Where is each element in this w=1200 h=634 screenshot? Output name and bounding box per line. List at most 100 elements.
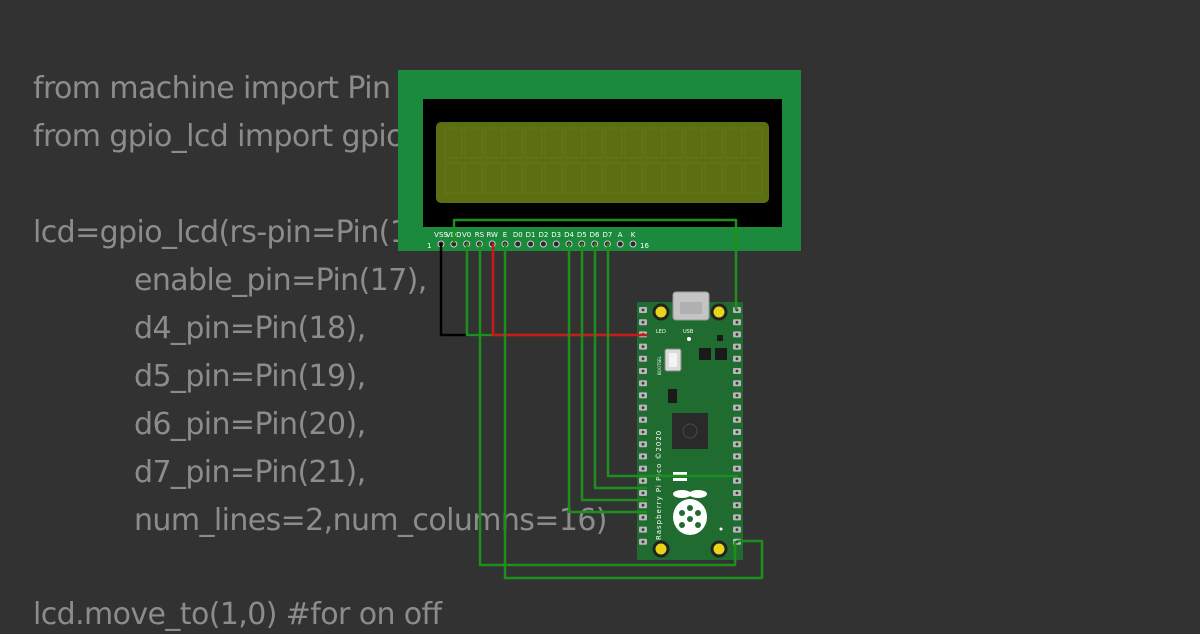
wire-d6[interactable] bbox=[593, 243, 647, 490]
lcd-char-cell bbox=[484, 127, 503, 159]
lcd-char-cell bbox=[664, 127, 683, 159]
pico-pad-hole bbox=[735, 540, 739, 544]
pico-pad-hole bbox=[641, 345, 645, 348]
pico-pad-hole bbox=[735, 333, 739, 336]
rp2040-chip bbox=[672, 413, 708, 449]
lcd-char-cell bbox=[484, 162, 503, 194]
lcd-char-cell bbox=[464, 162, 483, 194]
wire-d5[interactable] bbox=[580, 243, 647, 502]
raspberry-logo-icon bbox=[673, 490, 707, 535]
lcd-pin-d1[interactable] bbox=[527, 240, 535, 248]
code-line-5: enable_pin=Pin(17), bbox=[134, 263, 427, 298]
lcd-pin-d0[interactable] bbox=[514, 240, 522, 248]
pico-pad-hole bbox=[735, 369, 739, 373]
smd-chip-4 bbox=[668, 389, 677, 403]
lcd-pin-a[interactable] bbox=[616, 240, 624, 248]
lcd-char-cell bbox=[564, 162, 583, 194]
lcd-char-cell bbox=[584, 162, 603, 194]
wire-rs[interactable] bbox=[478, 243, 737, 567]
wire-e[interactable] bbox=[503, 243, 764, 580]
lcd-char-cell bbox=[564, 127, 583, 159]
pico-pad-hole bbox=[641, 442, 645, 446]
smd-chip-2 bbox=[715, 348, 727, 360]
lcd-char-cell bbox=[504, 162, 523, 194]
pico-pad-hole bbox=[641, 357, 645, 361]
pico-pad-hole bbox=[735, 503, 739, 507]
pico-pad-hole bbox=[641, 381, 645, 385]
silk-marker-2 bbox=[673, 478, 687, 481]
pico-pad-hole bbox=[735, 528, 739, 531]
lcd-char-cell bbox=[684, 162, 703, 194]
lcd-pin-label-rs: RS bbox=[475, 231, 485, 239]
pico-pad-hole bbox=[735, 516, 739, 519]
led-label: LED bbox=[656, 329, 666, 335]
pico-pad-hole bbox=[641, 455, 645, 458]
lcd-pin-label-v0: V0 bbox=[462, 231, 471, 239]
pico-pad-hole bbox=[641, 528, 645, 531]
lcd-pin-number-first: 1 bbox=[427, 242, 431, 250]
pico-pad-hole bbox=[641, 491, 645, 495]
silk-dot bbox=[719, 527, 723, 531]
lcd-pin-label-d1: D1 bbox=[526, 231, 536, 239]
pico-pad-hole bbox=[735, 491, 739, 495]
lcd-screen bbox=[436, 122, 769, 203]
usb-port-opening bbox=[680, 302, 702, 314]
lcd-char-cell bbox=[544, 127, 563, 159]
lcd-char-cell bbox=[724, 162, 743, 194]
lcd-pin-d3[interactable] bbox=[552, 240, 560, 248]
pico-pad-hole bbox=[641, 516, 645, 519]
pico-pad-hole bbox=[641, 540, 645, 544]
pico-pad-hole bbox=[641, 467, 645, 470]
lcd-char-cell bbox=[544, 162, 563, 194]
pico-pad-hole bbox=[735, 467, 739, 470]
lcd-pin-label-d5: D5 bbox=[577, 231, 587, 239]
lcd-char-cell bbox=[664, 162, 683, 194]
wire-d7[interactable] bbox=[606, 243, 738, 478]
bootsel-button-cap bbox=[669, 353, 677, 367]
code-line-10: num_lines=2,num_columns=16) bbox=[134, 503, 608, 538]
pico-pad-hole bbox=[735, 320, 739, 324]
lcd-pin-label-vss: VSS bbox=[434, 231, 448, 239]
lcd-char-cell bbox=[644, 127, 663, 159]
wire-vdd-3v3[interactable] bbox=[452, 218, 738, 310]
silk-marker-1 bbox=[673, 472, 687, 475]
rp2040-logo-icon bbox=[682, 423, 698, 439]
pico-pad-hole bbox=[735, 381, 739, 385]
mount-hole-bottom-left bbox=[652, 540, 670, 558]
code-line-9: d7_pin=Pin(21), bbox=[134, 455, 366, 490]
lcd-pin-number-last: 16 bbox=[640, 242, 649, 250]
lcd-char-cell bbox=[604, 162, 623, 194]
pico-board[interactable]: USB LED BOOTSEL Raspberry Pi Pico ©2020 bbox=[637, 291, 743, 560]
pico-pad-hole bbox=[735, 479, 739, 483]
usb-label: USB bbox=[683, 329, 694, 335]
mount-hole-top-right bbox=[710, 303, 728, 321]
pico-pad-hole bbox=[641, 406, 645, 409]
lcd-char-cell bbox=[524, 127, 543, 159]
mount-hole-bottom-right bbox=[710, 540, 728, 558]
lcd-pin-d2[interactable] bbox=[539, 240, 547, 248]
mount-hole-top-left bbox=[652, 303, 670, 321]
lcd-char-cell bbox=[444, 162, 463, 194]
pico-pad-hole bbox=[641, 503, 645, 507]
code-line-6: d4_pin=Pin(18), bbox=[134, 311, 366, 346]
lcd-pin-k[interactable] bbox=[629, 240, 637, 248]
pico-pad-hole bbox=[735, 406, 739, 409]
pico-pad-hole bbox=[735, 345, 739, 348]
pico-gpio-pads bbox=[639, 307, 741, 545]
lcd-char-cell bbox=[464, 127, 483, 159]
pico-pad-hole bbox=[641, 394, 645, 397]
pico-pad-hole bbox=[641, 369, 645, 373]
wire-d4[interactable] bbox=[567, 243, 647, 514]
lcd-char-cell bbox=[704, 127, 723, 159]
lcd-char-cell bbox=[584, 127, 603, 159]
lcd-char-cell bbox=[504, 127, 523, 159]
wires bbox=[439, 218, 764, 580]
code-line-1: from machine import Pin bbox=[33, 71, 391, 106]
code-line-7: d5_pin=Pin(19), bbox=[134, 359, 366, 394]
pico-pad-hole bbox=[735, 357, 739, 361]
lcd-pin-label-d4: D4 bbox=[564, 231, 574, 239]
lcd-char-cell bbox=[444, 127, 463, 159]
